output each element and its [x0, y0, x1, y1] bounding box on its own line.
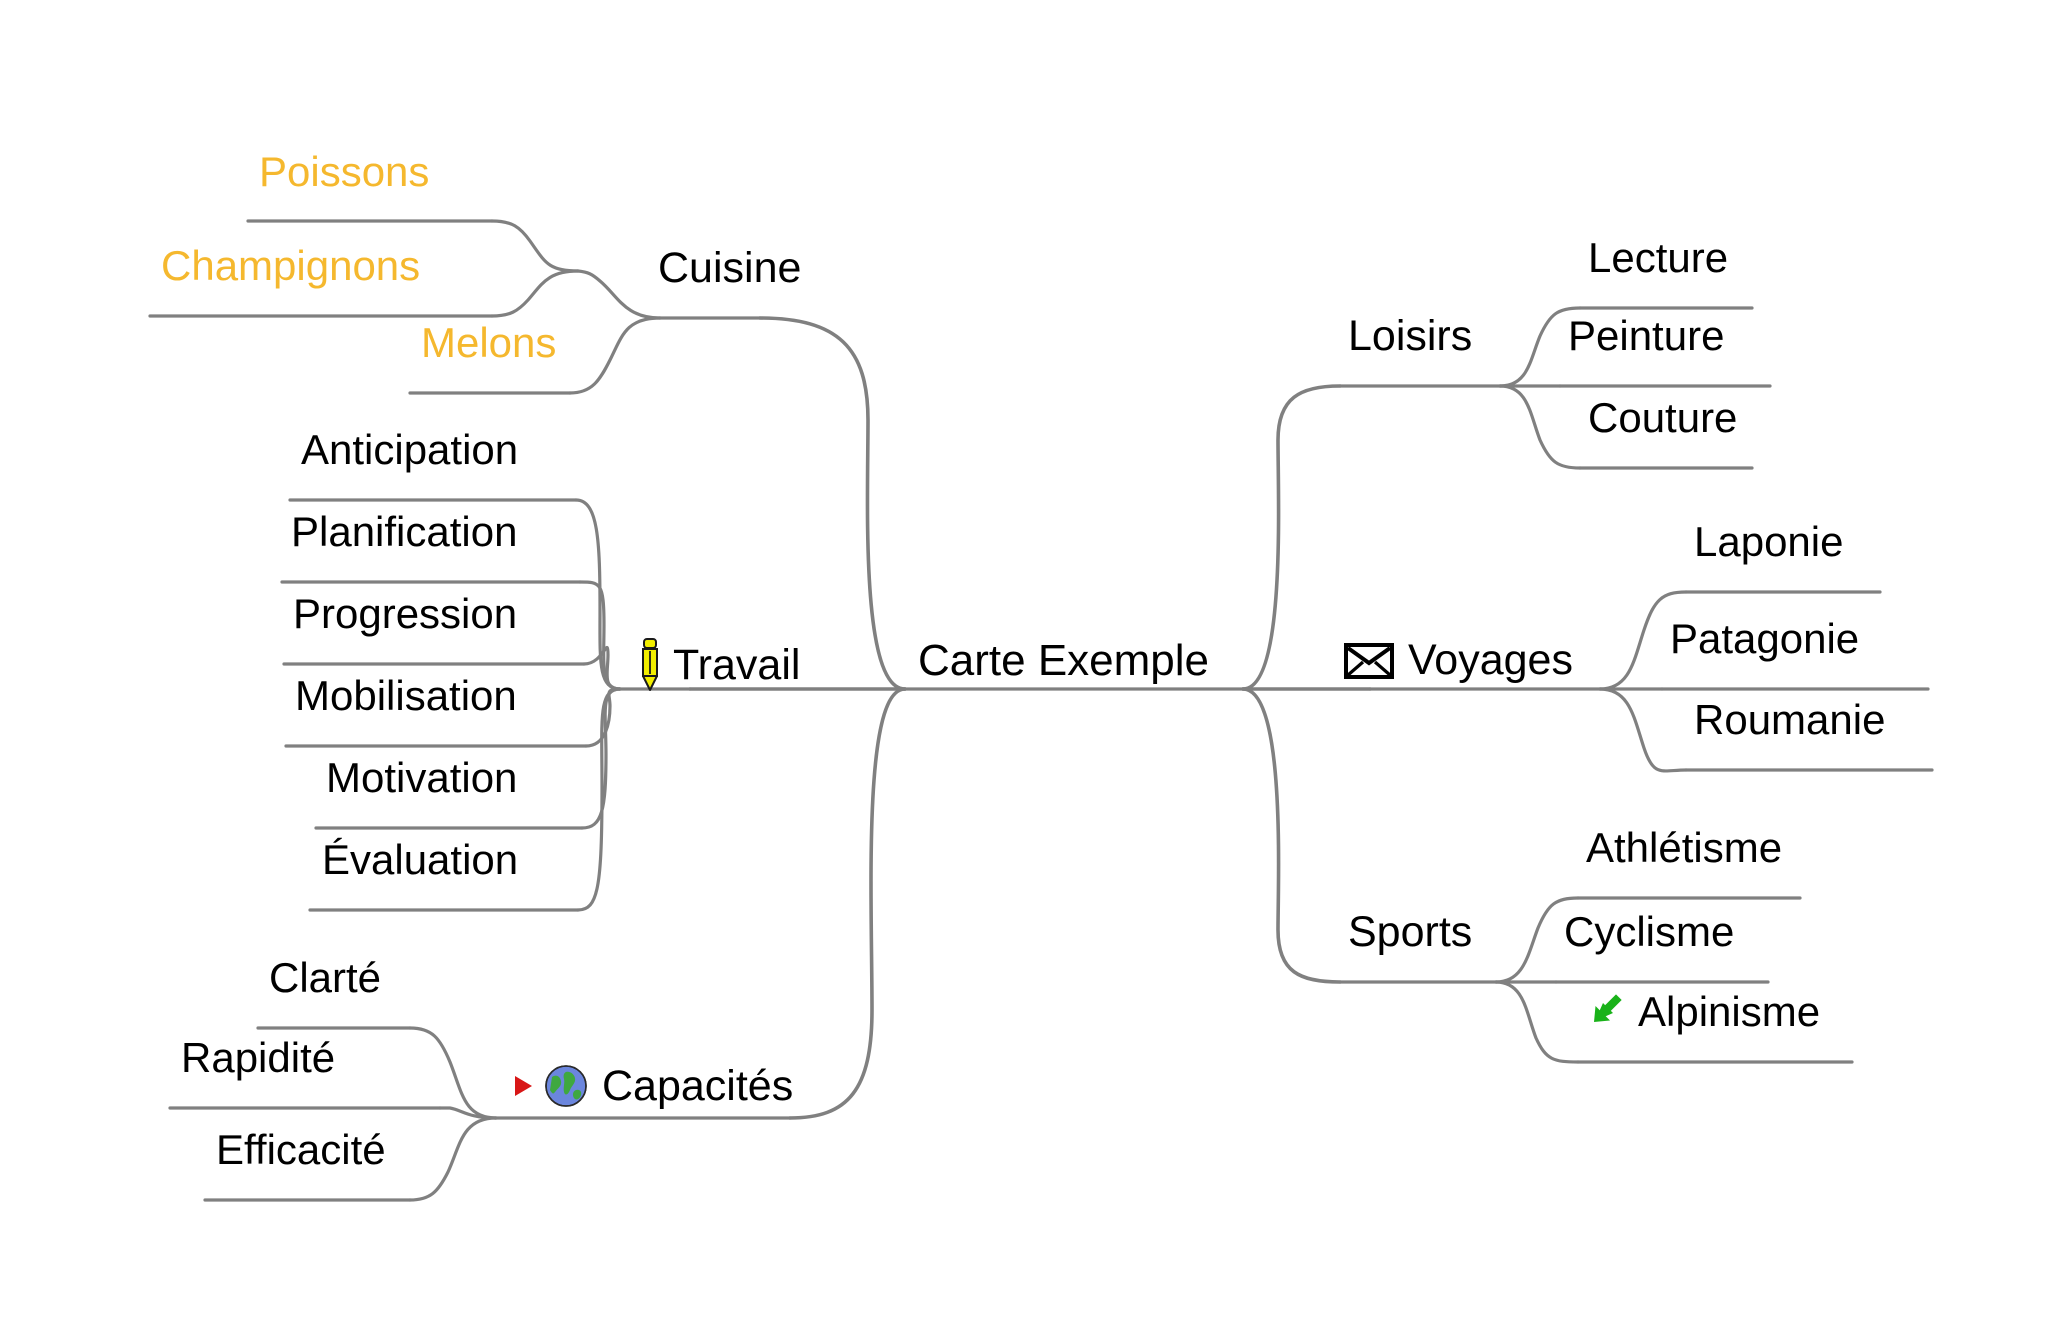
node-motivation-label: Motivation: [326, 754, 518, 801]
connector-travail-evaluation: [576, 687, 622, 912]
node-travail-label: Travail: [673, 640, 801, 689]
node-athletisme[interactable]: Athlétisme: [1586, 827, 1782, 869]
node-laponie-label: Laponie: [1694, 518, 1844, 565]
node-mobilisation[interactable]: Mobilisation: [295, 675, 517, 717]
node-loisirs[interactable]: Loisirs: [1348, 315, 1472, 358]
root-node-label: Carte Exemple: [918, 636, 1210, 685]
connector-voyages-laponie: [1598, 590, 1688, 691]
node-sports[interactable]: Sports: [1348, 911, 1472, 954]
connector-loisirs-lecture: [1498, 306, 1582, 388]
node-patagonie[interactable]: Patagonie: [1670, 618, 1859, 660]
connector-capacites-rapidite: [438, 1106, 498, 1120]
globe-icon: [543, 1063, 589, 1109]
connector-capacites-clarte: [408, 1026, 498, 1120]
connector-cuisine-melons: [568, 316, 662, 395]
node-travail[interactable]: Travail: [637, 638, 800, 692]
node-laponie[interactable]: Laponie: [1694, 521, 1843, 563]
node-progression[interactable]: Progression: [293, 593, 517, 635]
node-voyages[interactable]: Voyages: [1344, 639, 1573, 682]
connector-voyages-roumanie: [1598, 687, 1688, 773]
node-athletisme-label: Athlétisme: [1586, 824, 1783, 871]
connector-root-loisirs: [1241, 384, 1342, 691]
node-loisirs-label: Loisirs: [1348, 312, 1473, 360]
node-melons[interactable]: Melons: [421, 322, 556, 364]
node-sports-label: Sports: [1348, 908, 1473, 956]
node-peinture-label: Peinture: [1568, 312, 1725, 359]
connector-cuisine-hub: [576, 269, 662, 320]
node-efficacite[interactable]: Efficacité: [216, 1129, 386, 1171]
node-cyclisme[interactable]: Cyclisme: [1564, 911, 1734, 953]
root-node[interactable]: Carte Exemple: [918, 639, 1209, 683]
node-cuisine-label: Cuisine: [658, 244, 802, 292]
node-progression-label: Progression: [293, 590, 518, 637]
node-roumanie[interactable]: Roumanie: [1694, 699, 1885, 741]
node-couture[interactable]: Couture: [1588, 397, 1737, 439]
node-motivation[interactable]: Motivation: [326, 757, 517, 799]
connector-capacites-efficacite: [408, 1116, 498, 1202]
node-mobilisation-label: Mobilisation: [295, 672, 517, 719]
node-rapidite-label: Rapidité: [181, 1034, 336, 1081]
node-lecture-label: Lecture: [1588, 234, 1729, 281]
connector-travail-progression: [582, 646, 622, 691]
connector-root-capacites: [788, 687, 907, 1120]
node-capacites[interactable]: Capacités: [512, 1063, 793, 1109]
node-lecture[interactable]: Lecture: [1588, 237, 1728, 279]
node-voyages-label: Voyages: [1408, 636, 1573, 684]
connector-root-cuisine: [758, 316, 907, 691]
node-alpinisme-label: Alpinisme: [1638, 988, 1821, 1035]
connector-sports-alpinisme: [1494, 980, 1580, 1064]
node-champignons[interactable]: Champignons: [161, 245, 420, 287]
node-rapidite[interactable]: Rapidité: [181, 1037, 335, 1079]
node-poissons[interactable]: Poissons: [259, 151, 429, 193]
node-champignons-label: Champignons: [161, 242, 421, 289]
connector-travail-anticipation: [574, 498, 622, 691]
node-anticipation[interactable]: Anticipation: [301, 429, 518, 471]
node-couture-label: Couture: [1588, 394, 1738, 441]
envelope-icon: [1344, 642, 1394, 680]
node-clarte[interactable]: Clarté: [269, 957, 381, 999]
connector-root-sports: [1241, 687, 1342, 984]
node-patagonie-label: Patagonie: [1670, 615, 1860, 662]
green-arrow-down-left-icon: [1586, 994, 1622, 1030]
node-roumanie-label: Roumanie: [1694, 696, 1886, 743]
connector-hub-poissons: [490, 219, 580, 273]
node-planification-label: Planification: [291, 508, 518, 555]
node-evaluation[interactable]: Évaluation: [322, 839, 518, 881]
node-capacites-label: Capacités: [602, 1061, 794, 1110]
pencil-icon: [637, 638, 663, 692]
connector-sports-athletisme: [1494, 896, 1580, 984]
node-cyclisme-label: Cyclisme: [1564, 908, 1735, 955]
red-triangle-icon: [512, 1073, 534, 1099]
connector-hub-champignons: [490, 269, 580, 318]
node-alpinisme[interactable]: Alpinisme: [1586, 991, 1820, 1033]
node-efficacite-label: Efficacité: [216, 1126, 386, 1173]
node-poissons-label: Poissons: [259, 148, 430, 195]
node-anticipation-label: Anticipation: [301, 426, 519, 473]
node-cuisine[interactable]: Cuisine: [658, 247, 801, 290]
node-evaluation-label: Évaluation: [322, 836, 519, 883]
node-peinture[interactable]: Peinture: [1568, 315, 1724, 357]
node-clarte-label: Clarté: [269, 954, 382, 1001]
node-planification[interactable]: Planification: [291, 511, 517, 553]
node-melons-label: Melons: [421, 319, 557, 366]
connector-loisirs-couture: [1498, 384, 1582, 470]
